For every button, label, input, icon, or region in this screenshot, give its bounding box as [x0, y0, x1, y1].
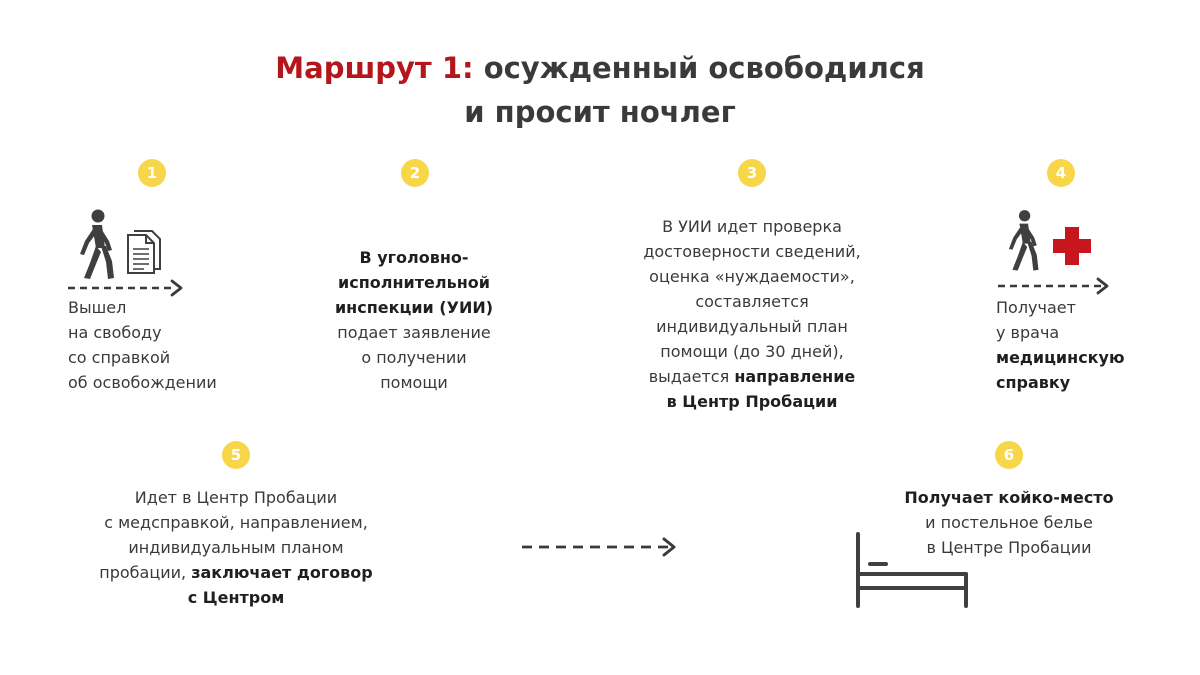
step-badge-5: 5 [222, 441, 250, 469]
bold-text: медицинскую [996, 348, 1125, 367]
bold-text: в Центр Пробации [666, 392, 838, 411]
title-line-2: и просит ночлег [464, 95, 736, 129]
text-line: на свободу [68, 320, 217, 345]
step-badge-6: 6 [995, 441, 1023, 469]
plain-text: со справкой [68, 348, 171, 367]
step-badge-2: 2 [401, 159, 429, 187]
plain-text: Идет в Центр Пробации [134, 488, 338, 507]
bold-text: справку [996, 373, 1071, 392]
step-text-4: Получает у врача медицинскую справку [996, 295, 1125, 395]
walking-person-icon [1008, 210, 1039, 271]
plain-text: индивидуальный план [656, 317, 848, 336]
step-text-6: Получает койко-место и постельное белье в … [870, 485, 1148, 560]
title-line-1: Маршрут 1: осужденный освободился [0, 46, 1200, 90]
text-line: о получении [314, 345, 514, 370]
plain-text: Вышел [68, 298, 127, 317]
title-rest: осужденный освободился [473, 51, 925, 85]
dashed-arrow-icon [68, 279, 183, 297]
text-line: В уголовно- [314, 245, 514, 270]
text-line: Получает [996, 295, 1125, 320]
text-line: индивидуальный план [612, 314, 892, 339]
text-line: об освобождении [68, 370, 217, 395]
plain-text: подает заявление [337, 323, 491, 342]
text-line: справку [996, 370, 1125, 395]
bold-text: В уголовно- [359, 248, 469, 267]
plain-text: пробации, [99, 563, 192, 582]
step-text-3: В УИИ идет проверка достоверности сведени… [612, 214, 892, 414]
text-line: и постельное белье [870, 510, 1148, 535]
page-title: Маршрут 1: осужденный освободился и прос… [0, 46, 1200, 134]
step-badge-1: 1 [138, 159, 166, 187]
step-badge-4: 4 [1047, 159, 1075, 187]
plain-text: и постельное белье [925, 513, 1093, 532]
plain-text: составляется [695, 292, 809, 311]
walking-person-icon [80, 209, 114, 279]
step-text-2: В уголовно-исполнительной инспекции (УИИ)… [314, 245, 514, 395]
plain-text: выдается [648, 367, 735, 386]
bold-text: направление [734, 367, 856, 386]
text-line: со справкой [68, 345, 217, 370]
plain-text: помощи [380, 373, 448, 392]
text-line: исполнительной [314, 270, 514, 295]
plain-text: в Центре Пробации [926, 538, 1092, 557]
text-line: подает заявление [314, 320, 514, 345]
text-line: индивидуальным планом [76, 535, 396, 560]
step-text-5: Идет в Центр Пробации с медсправкой, напр… [76, 485, 396, 610]
text-line: достоверности сведений, [612, 239, 892, 264]
title-accent: Маршрут 1: [275, 51, 474, 85]
text-line: в Центре Пробации [870, 535, 1148, 560]
plain-text: с медсправкой, направлением, [104, 513, 368, 532]
plain-text: об освобождении [68, 373, 217, 392]
plain-text: о получении [361, 348, 467, 367]
text-line: В УИИ идет проверка [612, 214, 892, 239]
dashed-arrow-icon [998, 277, 1109, 295]
medical-cross-icon [1053, 227, 1091, 265]
step-badge-3: 3 [738, 159, 766, 187]
text-line: Вышел [68, 295, 217, 320]
plain-text: помощи (до 30 дней), [660, 342, 844, 361]
bold-text: с Центром [187, 588, 285, 607]
bold-text: инспекции (УИИ) [334, 298, 494, 317]
text-line: у врача [996, 320, 1125, 345]
bed-icon [856, 532, 968, 608]
text-line: Получает койко-место [870, 485, 1148, 510]
plain-text: оценка «нуждаемости», [649, 267, 855, 286]
document-icon [127, 230, 161, 274]
bold-text: заключает договор [191, 563, 373, 582]
text-line: в Центр Пробации [612, 389, 892, 414]
text-line: инспекции (УИИ) [314, 295, 514, 320]
plain-text: Получает [996, 298, 1076, 317]
text-line: оценка «нуждаемости», [612, 264, 892, 289]
plain-text: индивидуальным планом [128, 538, 344, 557]
text-line: выдается направление [612, 364, 892, 389]
bold-text: исполнительной [338, 273, 490, 292]
bold-text: Получает койко-место [904, 488, 1114, 507]
step-text-1: Вышел на свободу со справкой об освобождени… [68, 295, 217, 395]
text-line: помощи (до 30 дней), [612, 339, 892, 364]
plain-text: достоверности сведений, [643, 242, 861, 261]
text-line: Идет в Центр Пробации [76, 485, 396, 510]
text-line: с медсправкой, направлением, [76, 510, 396, 535]
dashed-arrow-icon [522, 537, 676, 557]
plain-text: В УИИ идет проверка [662, 217, 842, 236]
text-line: составляется [612, 289, 892, 314]
text-line: помощи [314, 370, 514, 395]
text-line: с Центром [76, 585, 396, 610]
plain-text: на свободу [68, 323, 162, 342]
text-line: медицинскую [996, 345, 1125, 370]
text-line: пробации, заключает договор [76, 560, 396, 585]
plain-text: у врача [996, 323, 1060, 342]
